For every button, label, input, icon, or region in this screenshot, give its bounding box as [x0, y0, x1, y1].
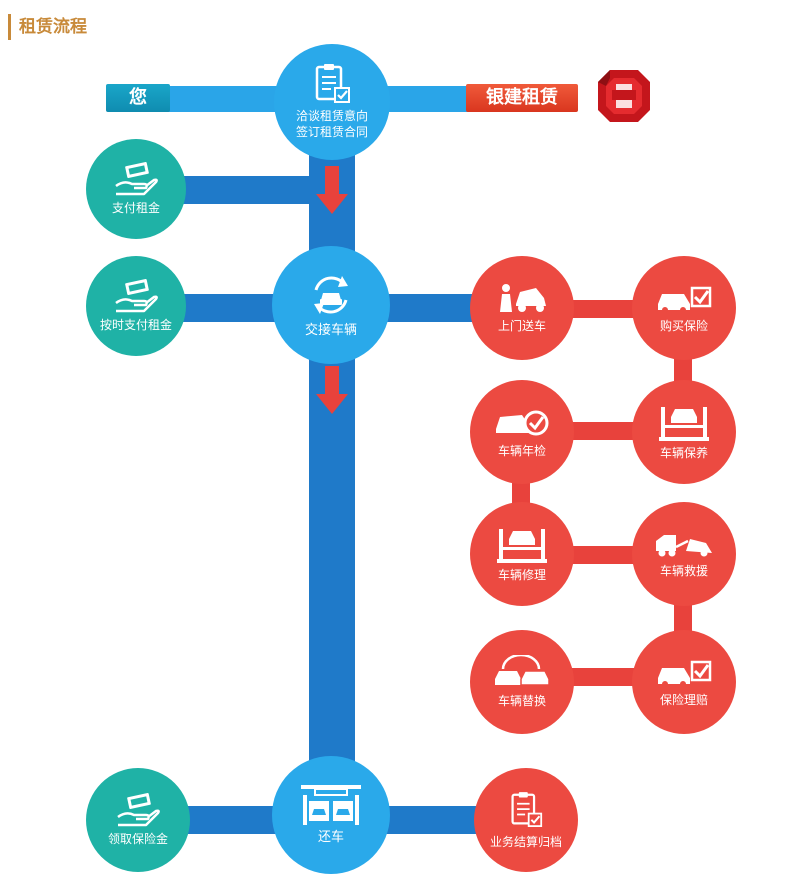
money-hand-icon	[115, 162, 158, 196]
service-replacement: 车辆替换	[470, 630, 574, 734]
service-maintenance: 车辆保养	[632, 380, 736, 484]
service-label: 购买保险	[659, 319, 708, 333]
step-negotiate: 洽谈租赁意向 签订租赁合同	[274, 44, 390, 160]
step-handover-label: 交接车辆	[304, 322, 357, 338]
car-check-icon	[658, 660, 712, 687]
svc-link-7	[560, 668, 650, 686]
car-swap-icon	[495, 655, 550, 686]
service-delivery: 上门送车	[470, 256, 574, 360]
party-company-tag: 银建租赁	[466, 84, 578, 112]
service-rescue: 车辆救援	[632, 502, 736, 606]
service-label: 车辆替换	[497, 694, 546, 708]
down-arrow-icon	[316, 366, 348, 414]
party-company-label: 银建租赁	[486, 87, 558, 108]
step-get-deposit: 领取保险金	[86, 768, 190, 872]
service-label: 上门送车	[497, 319, 546, 333]
tow-truck-icon	[656, 535, 712, 557]
step-return-car: 还车	[272, 756, 390, 874]
step-negotiate-label: 洽谈租赁意向 签订租赁合同	[295, 109, 368, 139]
car-lift-icon	[659, 407, 709, 441]
car-check-icon	[496, 410, 549, 436]
company-logo	[588, 60, 660, 132]
down-arrow-icon	[316, 166, 348, 214]
service-inspection: 车辆年检	[470, 380, 574, 484]
svc-link-1	[560, 300, 650, 318]
step-get-deposit-label: 领取保险金	[107, 832, 168, 846]
step-pay-rent-on-time-label: 按时支付租金	[99, 318, 172, 332]
step-pay-rent-label: 支付租金	[111, 201, 160, 215]
service-claims: 保险理赔	[632, 630, 736, 734]
contract-icon	[315, 64, 350, 103]
branch-pay-rent	[180, 176, 310, 204]
car-lift-icon	[497, 529, 547, 563]
money-hand-icon	[117, 793, 160, 827]
garage-icon	[301, 784, 361, 825]
party-you-tag: 您	[106, 84, 170, 112]
svc-link-5	[560, 546, 650, 564]
step-pay-rent-on-time: 按时支付租金	[86, 256, 186, 356]
service-insurance: 购买保险	[632, 256, 736, 360]
contract-icon	[511, 792, 543, 827]
page-title: 租赁流程	[8, 14, 87, 40]
service-label: 车辆年检	[497, 444, 546, 458]
step-archive-label: 业务结算归档	[489, 835, 562, 849]
step-archive: 业务结算归档	[474, 768, 578, 872]
service-repair: 车辆修理	[470, 502, 574, 606]
step-return-car-label: 还车	[317, 829, 344, 845]
step-handover: 交接车辆	[272, 246, 390, 364]
svc-link-3	[560, 422, 650, 440]
party-you-label: 您	[129, 87, 147, 108]
service-label: 车辆修理	[497, 568, 546, 582]
car-check-icon	[658, 286, 712, 313]
car-swap-icon	[314, 275, 348, 314]
service-label: 保险理赔	[659, 693, 708, 707]
car-delivery-icon	[500, 284, 546, 312]
money-hand-icon	[115, 279, 158, 313]
service-label: 车辆救援	[659, 564, 708, 578]
service-label: 车辆保养	[659, 446, 708, 460]
main-spine	[309, 145, 355, 785]
step-pay-rent: 支付租金	[86, 139, 186, 239]
